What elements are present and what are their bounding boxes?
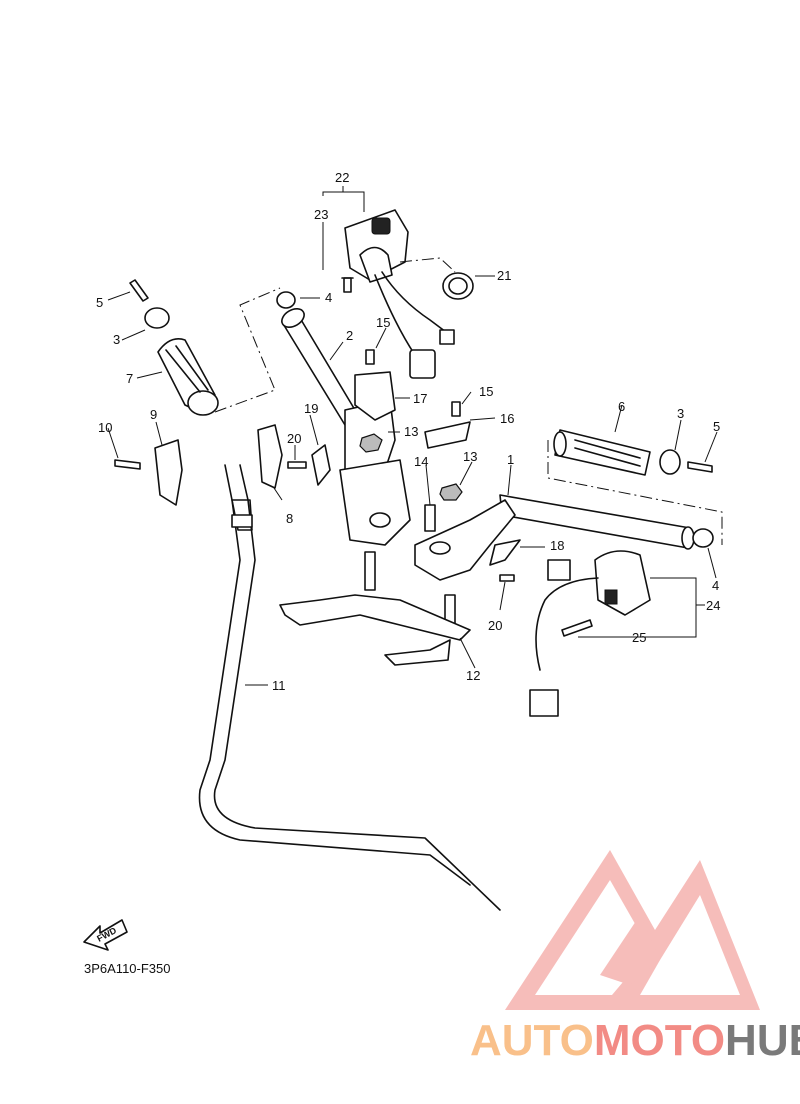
- callout-9: 9: [150, 407, 157, 422]
- clamp-18: [489, 539, 521, 566]
- nut-upper: [359, 433, 383, 453]
- watermark-auto: AUTO: [470, 1016, 594, 1065]
- end-screw-right: [687, 461, 713, 473]
- callout-23: 23: [314, 207, 328, 222]
- callout-4-right: 4: [712, 578, 719, 593]
- callout-19: 19: [304, 401, 318, 416]
- callout-12: 12: [466, 668, 480, 683]
- bar-end-right: [692, 528, 714, 548]
- callout-20-lower: 20: [488, 618, 502, 633]
- callout-13-upper: 13: [404, 424, 418, 439]
- lower-bracket: [279, 594, 471, 666]
- callout-5-right: 5: [713, 419, 720, 434]
- callout-2: 2: [346, 328, 353, 343]
- right-handlebar: [414, 494, 695, 634]
- leader-lines: [107, 186, 718, 686]
- callout-15-upper: 15: [376, 315, 390, 330]
- callout-4-left: 4: [325, 290, 332, 305]
- bolt-14: [424, 504, 436, 532]
- watermark-moto: MOTO: [594, 1016, 725, 1065]
- left-grip: [157, 338, 219, 416]
- right-handlebar-switch: [344, 209, 455, 379]
- callout-22: 22: [335, 170, 349, 185]
- callout-7: 7: [126, 371, 133, 386]
- cable-guide-16: [424, 421, 471, 449]
- right-grip: [553, 429, 651, 476]
- svg-text:AUTOMOTOHUB: AUTOMOTOHUB: [470, 1016, 800, 1065]
- switch-screw-lower: [561, 619, 593, 637]
- callout-3-left: 3: [113, 332, 120, 347]
- callout-21: 21: [497, 268, 511, 283]
- callout-20-upper: 20: [287, 431, 301, 446]
- callout-8: 8: [286, 511, 293, 526]
- callout-14: 14: [414, 454, 428, 469]
- callout-labels: 1 2 3 3 4 4 5 5 6 7 8 9 10 11 12 13 13 1…: [96, 170, 720, 693]
- left-handlebar-switch: [529, 550, 651, 717]
- screw-15-lower: [451, 401, 461, 417]
- callout-13-lower: 13: [463, 449, 477, 464]
- screw-20-lower: [499, 574, 515, 582]
- callout-24: 24: [706, 598, 720, 613]
- watermark-hub: HUB: [725, 1016, 800, 1065]
- throttle-housing-upper: [257, 424, 283, 489]
- callout-10: 10: [98, 420, 112, 435]
- callout-6: 6: [618, 399, 625, 414]
- callout-5-left: 5: [96, 295, 103, 310]
- grip-end-weight-right: [659, 449, 681, 475]
- throttle-cable: [198, 464, 501, 911]
- callout-17: 17: [413, 391, 427, 406]
- holder-bracket: [354, 371, 396, 421]
- grip-end-weight-left: [144, 307, 170, 329]
- fwd-arrow-icon: FWD: [83, 919, 128, 951]
- grip-end-collar: [442, 272, 474, 300]
- housing-screw: [114, 459, 141, 470]
- end-screw-left: [129, 279, 149, 302]
- callout-18: 18: [550, 538, 564, 553]
- automotohub-watermark-logo: [505, 850, 760, 1010]
- diagram-code: 3P6A110-F350: [84, 961, 171, 976]
- bracket-19: [311, 444, 331, 486]
- left-handlebar: [281, 308, 411, 591]
- callout-25: 25: [632, 630, 646, 645]
- screw-15-upper: [365, 349, 375, 365]
- callout-11: 11: [272, 678, 286, 693]
- bar-end-left: [276, 291, 296, 309]
- nut-lower: [439, 483, 463, 501]
- throttle-housing-lower: [154, 439, 183, 506]
- callout-3-right: 3: [677, 406, 684, 421]
- switch-screw: [341, 277, 354, 293]
- callout-15-lower: 15: [479, 384, 493, 399]
- callout-16: 16: [500, 411, 514, 426]
- callout-1: 1: [507, 452, 514, 467]
- screw-20-upper: [287, 461, 307, 469]
